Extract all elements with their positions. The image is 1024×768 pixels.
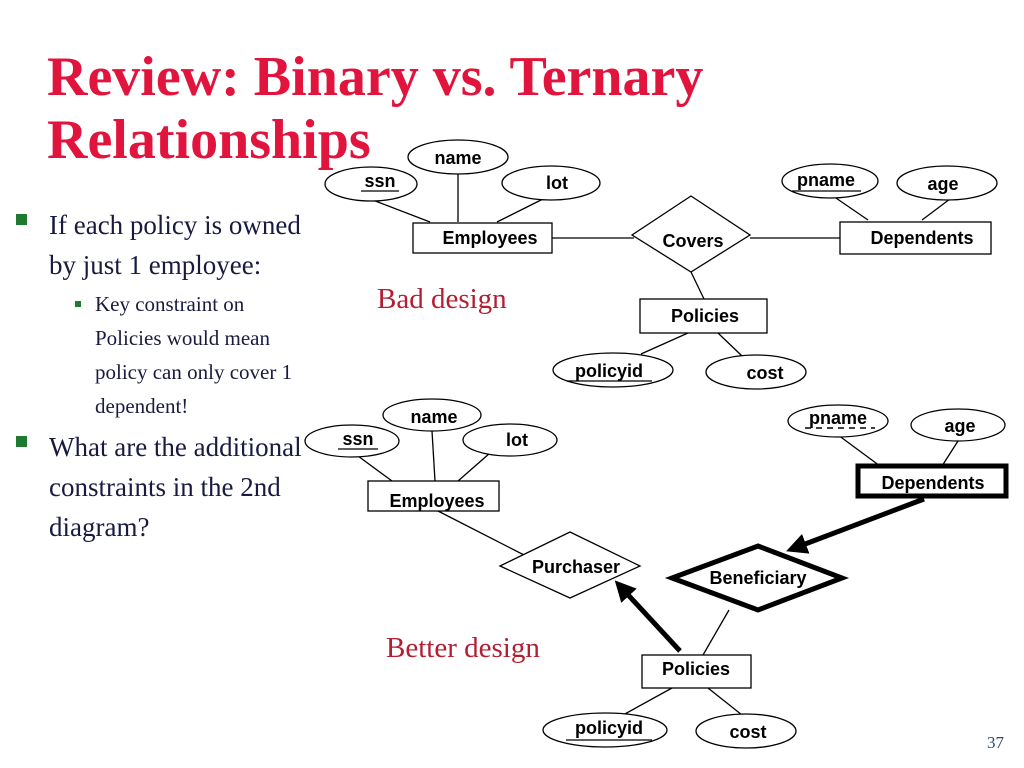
diagram-better-design: Employees Dependents Policies Purchaser …	[304, 398, 1009, 749]
edge-employees-purchaser	[437, 510, 527, 557]
entity-dependents-box	[839, 221, 992, 255]
attribute-cost-label: cost	[746, 363, 783, 383]
bullet-square-icon	[16, 214, 27, 225]
attribute-age-ellipse	[910, 408, 1006, 442]
edge-ssn-employees	[369, 198, 431, 223]
attribute-lot-ellipse	[462, 423, 558, 457]
entity-dependents-label: Dependents	[870, 228, 973, 248]
edge-pname-dependents	[837, 434, 881, 467]
relationship-purchaser-label: Purchaser	[532, 557, 620, 577]
edge-covers-policies	[690, 271, 705, 300]
attribute-cost-ellipse	[705, 354, 807, 390]
attribute-policyid-label: policyid	[575, 718, 643, 738]
attribute-lot-label: lot	[546, 173, 568, 193]
slide-title: Review: Binary vs. Ternary Relationships	[47, 46, 807, 172]
bullet-list: If each policy is owned by just 1 employ…	[14, 205, 314, 549]
relationship-covers-diamond	[630, 195, 752, 273]
attribute-ssn-label: ssn	[364, 171, 395, 191]
attribute-policyid-label: policyid	[575, 361, 643, 381]
attribute-ssn-label: ssn	[342, 429, 373, 449]
arrow-dependents-to-beneficiary	[786, 496, 925, 554]
edge-age-dependents	[921, 198, 951, 221]
edge-age-dependents	[941, 440, 959, 467]
bullet-square-icon	[16, 436, 27, 447]
attribute-policyid-ellipse	[552, 352, 674, 388]
edge-name-employees	[431, 430, 436, 482]
sub-bullet-text: Key constraint on Policies would mean po…	[95, 292, 293, 418]
bullet-text: If each policy is owned by just 1 employ…	[49, 210, 301, 280]
attribute-age-ellipse	[896, 165, 998, 201]
identifying-relationship-beneficiary-diamond	[664, 543, 850, 613]
arrow-policies-to-purchaser	[614, 580, 682, 653]
attribute-pname-label: pname	[809, 408, 867, 428]
attribute-ssn-ellipse	[324, 166, 418, 202]
diagram-bad-design: Employees Dependents Policies Covers ssn…	[324, 139, 998, 390]
caption-bad-design: Bad design	[377, 283, 507, 315]
attribute-name-ellipse	[407, 139, 509, 175]
attribute-pname-ellipse	[787, 404, 889, 438]
attribute-age-label: age	[944, 416, 975, 436]
slide-title-line-1: Review: Binary vs. Ternary	[47, 46, 704, 108]
edge-cost-policies	[717, 332, 743, 357]
edge-ssn-employees	[357, 455, 393, 482]
attribute-age-label: age	[927, 174, 958, 194]
slide-title-line-2: Relationships	[47, 109, 371, 171]
entity-employees-box	[412, 222, 553, 254]
bullet-square-icon	[75, 301, 81, 307]
entity-employees-label: Employees	[389, 491, 484, 511]
attribute-cost-ellipse	[695, 713, 797, 749]
relationship-beneficiary-label: Beneficiary	[709, 568, 806, 588]
entity-policies-box	[639, 298, 768, 334]
entity-employees-box	[367, 480, 500, 512]
edge-policyid-policies	[622, 687, 673, 716]
page-number: 37	[987, 733, 1005, 752]
relationship-covers-label: Covers	[662, 231, 723, 251]
relationship-purchaser-diamond	[498, 531, 642, 599]
bullet-text: What are the additional constraints in t…	[49, 432, 302, 542]
attribute-pname-ellipse	[781, 163, 879, 199]
caption-better-design: Better design	[386, 632, 540, 664]
attribute-name-label: name	[410, 407, 457, 427]
entity-policies-label: Policies	[662, 659, 730, 679]
edge-policyid-policies	[640, 332, 689, 355]
entity-employees-label: Employees	[442, 228, 537, 248]
attribute-lot-label: lot	[506, 430, 528, 450]
edge-pname-dependents	[832, 195, 869, 221]
attribute-policyid-ellipse	[542, 712, 668, 748]
attribute-name-label: name	[434, 148, 481, 168]
entity-policies-box	[641, 654, 752, 689]
attribute-lot-ellipse	[501, 165, 601, 201]
edge-lot-employees	[496, 197, 546, 223]
weak-entity-border	[855, 463, 1009, 499]
entity-policies-label: Policies	[671, 306, 739, 326]
attribute-pname-label: pname	[797, 170, 855, 190]
attribute-cost-label: cost	[729, 722, 766, 742]
bullet-item: If each policy is owned by just 1 employ…	[14, 205, 314, 285]
edge-cost-policies	[707, 687, 743, 716]
attribute-name-ellipse	[382, 398, 482, 432]
bullet-item: What are the additional constraints in t…	[14, 427, 314, 547]
sub-bullet-item: Key constraint on Policies would mean po…	[14, 287, 314, 423]
edge-beneficiary-policies	[702, 609, 730, 656]
weak-entity-dependents-label: Dependents	[881, 473, 984, 493]
edge-lot-employees	[457, 452, 491, 482]
